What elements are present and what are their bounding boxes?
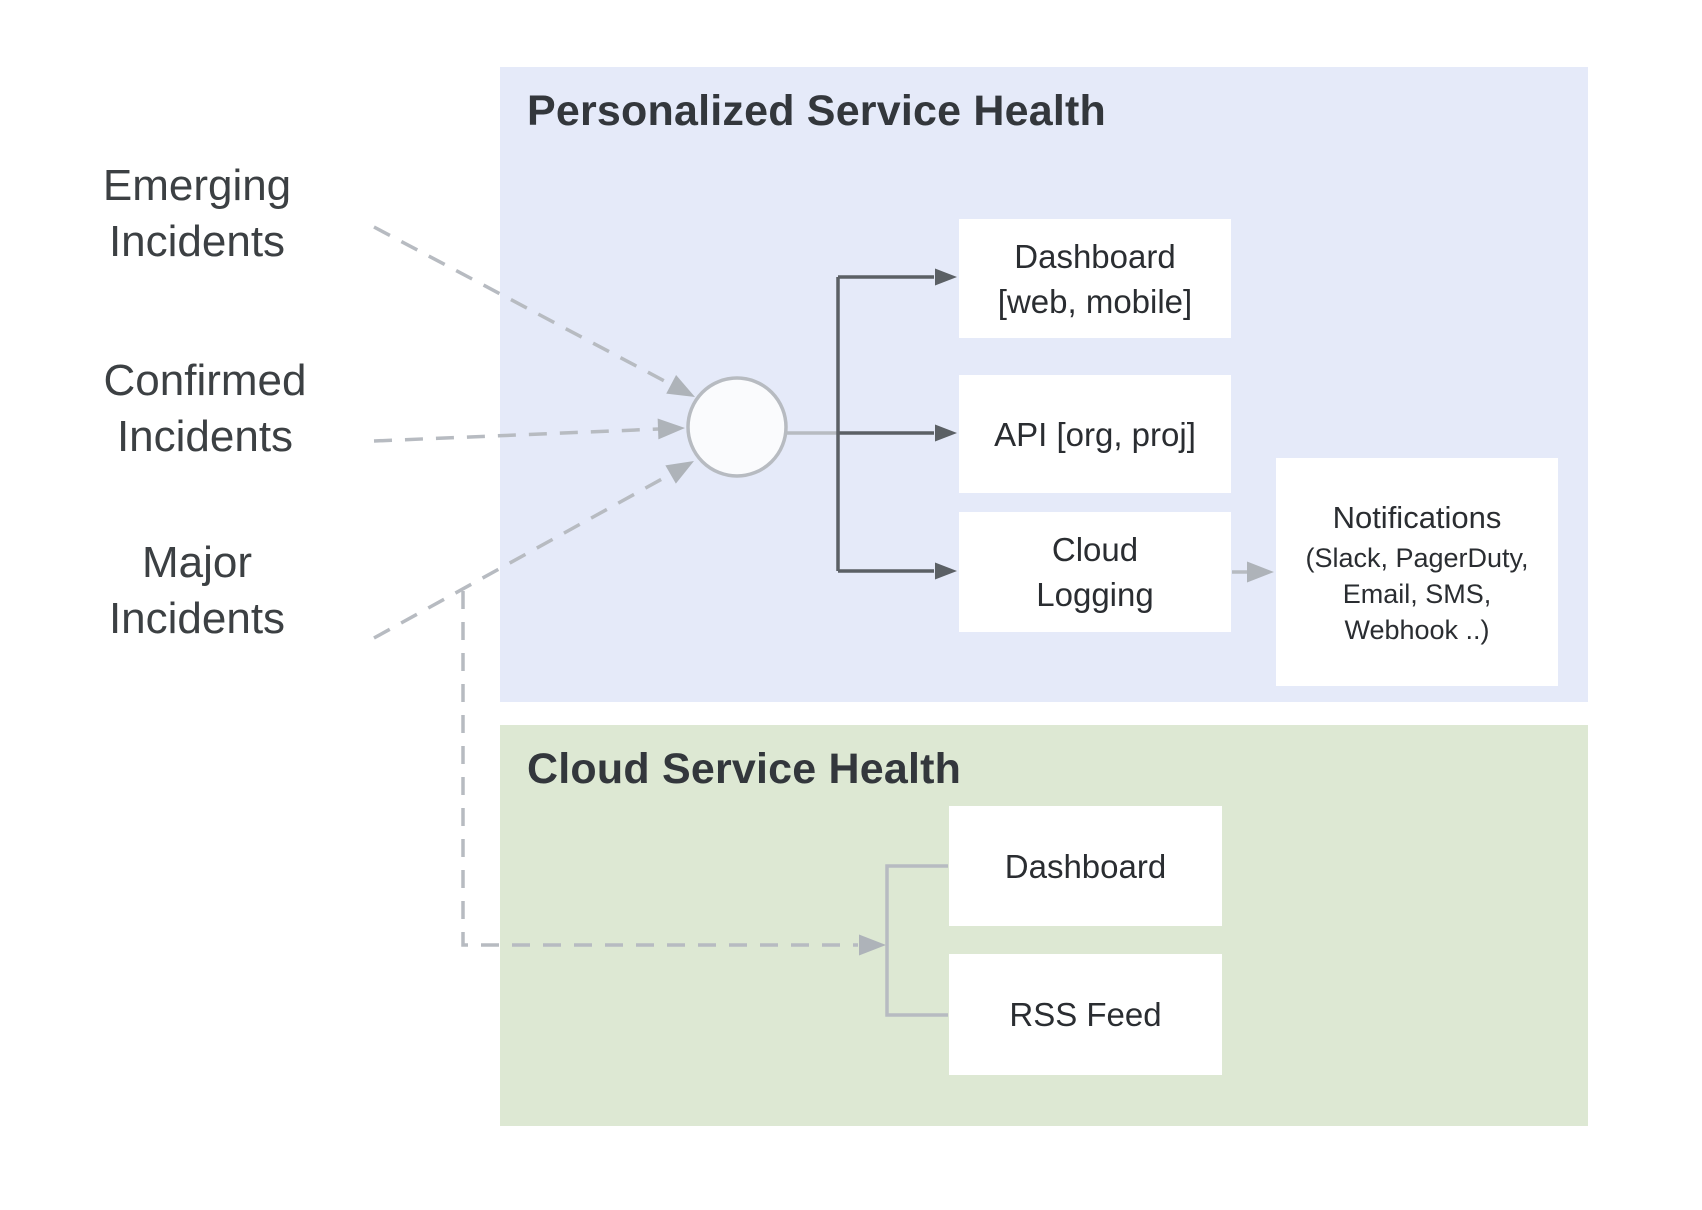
node-rss-feed: RSS Feed <box>949 954 1222 1075</box>
notifications-title: Notifications <box>1332 500 1502 535</box>
notifications-channels-line: (Slack, PagerDuty, <box>1305 543 1529 573</box>
node-dashboard-cloud: Dashboard <box>949 806 1222 926</box>
personalized-panel-title: Personalized Service Health <box>527 87 1106 135</box>
node-text-line: Logging <box>1036 576 1154 613</box>
node-text-line: Dashboard <box>1004 847 1167 885</box>
label-line: Confirmed <box>103 356 307 405</box>
node-dashboard-web-mobile: Dashboard [web, mobile] <box>959 219 1231 338</box>
label-emerging-incidents: Emerging Incidents <box>47 158 347 270</box>
label-line: Emerging <box>102 161 292 210</box>
label-line: Incidents <box>108 594 286 643</box>
node-text-line: Dashboard <box>1014 237 1176 275</box>
notifications-channels-line: Email, SMS, <box>1342 579 1492 609</box>
node-text-line: RSS Feed <box>1009 996 1162 1033</box>
node-notifications: Notifications (Slack, PagerDuty, Email, … <box>1276 458 1558 686</box>
node-api-org-proj: API [org, proj] <box>959 375 1231 493</box>
node-text-line: [web, mobile] <box>997 282 1193 320</box>
label-line: Incidents <box>116 412 294 461</box>
node-text-line: API [org, proj] <box>994 415 1196 453</box>
label-confirmed-incidents: Confirmed Incidents <box>55 353 355 465</box>
node-cloud-logging: Cloud Logging <box>959 512 1231 632</box>
label-line: Major <box>141 538 253 587</box>
notifications-channels-line: Webhook ..) <box>1344 615 1490 645</box>
node-text-line: Cloud <box>1051 531 1139 568</box>
label-line: Incidents <box>108 217 286 266</box>
cloud-panel-title: Cloud Service Health <box>527 745 962 793</box>
label-major-incidents: Major Incidents <box>47 535 347 647</box>
